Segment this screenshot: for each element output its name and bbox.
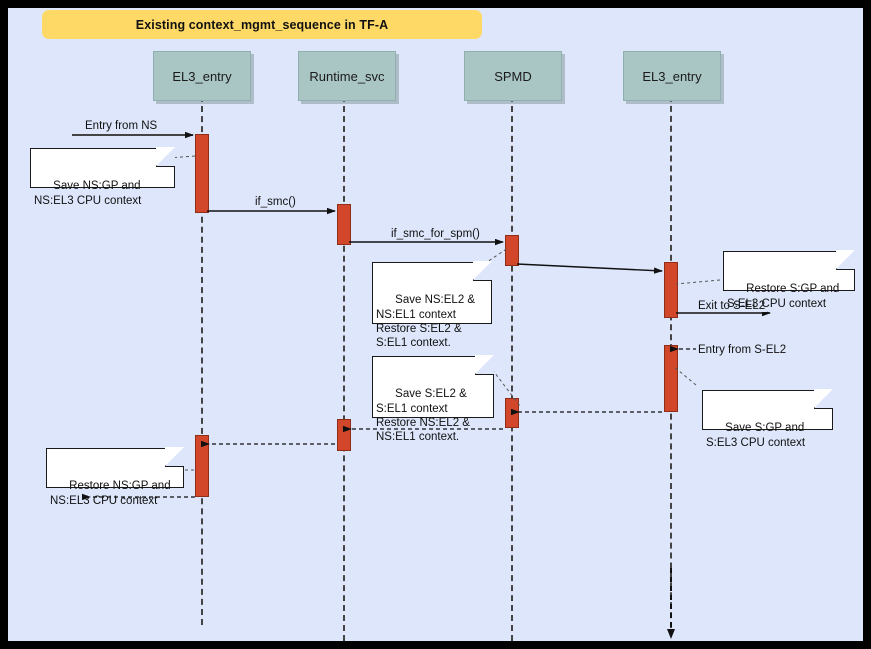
diagram-canvas: Existing context_mgmt_sequence in TF-A E… [8,8,863,641]
participant-spmd[interactable]: SPMD [464,51,562,101]
lifeline-el3-entry-left [201,96,203,625]
note-save-ns-el2: Save NS:EL2 & NS:EL1 context Restore S:E… [372,261,492,349]
lifeline-spmd [511,96,513,641]
activation-el3-entry-right-2 [664,345,678,412]
activation-el3-entry-left-1 [195,134,209,213]
activation-spmd-1 [505,235,519,266]
lifeline-runtime-svc [343,96,345,641]
message-label-entry-from-ns: Entry from NS [83,120,160,132]
message-label-entry-from-s-el2: Entry from S-EL2 [696,344,789,356]
note-save-s-gp: Save S:GP and S:EL3 CPU context [702,389,833,449]
activation-el3-entry-left-2 [195,435,209,497]
note-text: Save NS:EL2 & NS:EL1 context Restore S:E… [376,294,476,350]
participant-el3-entry-right[interactable]: EL3_entry [623,51,721,101]
message-label-if-smc: if_smc() [253,196,298,208]
note-fold-icon [836,250,855,270]
participant-el3-entry-left[interactable]: EL3_entry [153,51,251,101]
note-save-ns-gp: Save NS:GP and NS:EL3 CPU context [30,147,175,207]
note-fold-icon [473,261,492,281]
activation-runtime-svc-2 [337,419,351,451]
note-text: Save S:GP and S:EL3 CPU context [706,422,806,449]
participant-runtime-svc[interactable]: Runtime_svc [298,51,396,101]
participant-label: SPMD [494,68,532,84]
note-text: Restore S:GP and S:EL3 CPU context [727,283,840,310]
activation-el3-entry-right-1 [664,262,678,318]
note-fold-icon [814,389,833,409]
note-fold-icon [156,147,175,167]
note-text: Save S:EL2 & S:EL1 context Restore NS:EL… [376,388,470,444]
note-text: Restore NS:GP and NS:EL3 CPU context [50,480,171,507]
message-label-exit-to-s-el2: Exit to S-EL2 [696,300,768,312]
activation-runtime-svc-1 [337,204,351,245]
note-fold-icon [475,355,494,375]
note-restore-ns-gp: Restore NS:GP and NS:EL3 CPU context [46,447,184,507]
note-save-s-el2: Save S:EL2 & S:EL1 context Restore NS:EL… [372,355,494,443]
participant-label: Runtime_svc [309,68,385,84]
participant-label: EL3_entry [642,68,702,84]
activation-spmd-2 [505,398,519,428]
note-restore-s-gp: Restore S:GP and S:EL3 CPU context [723,250,855,310]
note-fold-icon [165,447,184,467]
message-label-if-smc-for-spm: if_smc_for_spm() [389,228,482,240]
participant-label: EL3_entry [172,68,232,84]
page-title: Existing context_mgmt_sequence in TF-A [135,17,389,32]
note-text: Save NS:GP and NS:EL3 CPU context [34,180,142,207]
diagram-title-banner: Existing context_mgmt_sequence in TF-A [42,10,482,39]
